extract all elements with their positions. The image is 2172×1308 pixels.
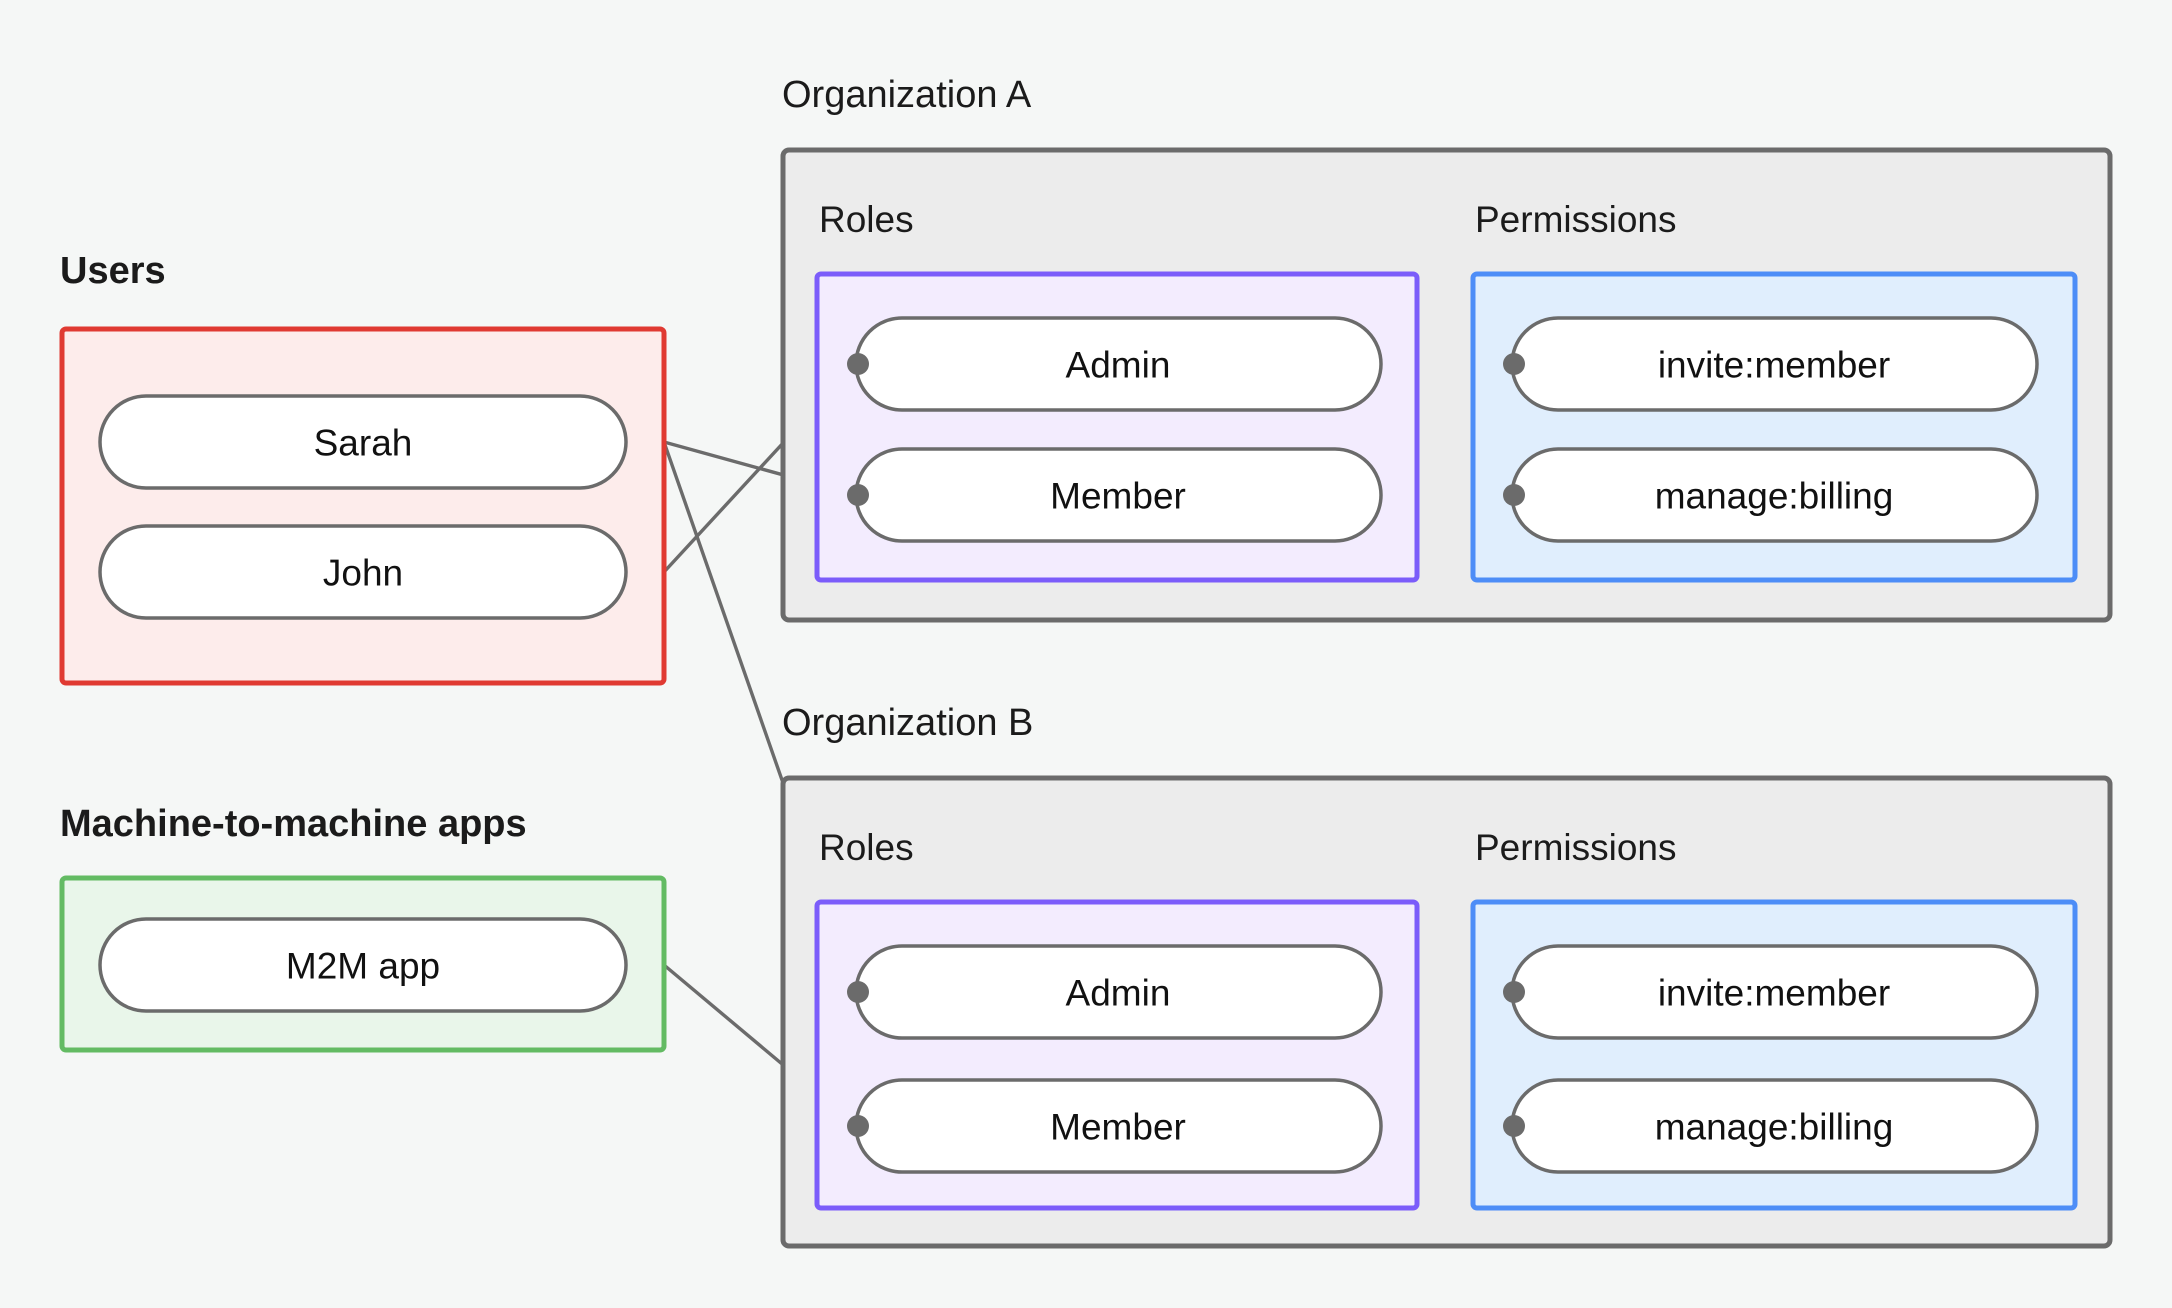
edge-dot-org-b-invite-in	[1503, 981, 1525, 1003]
node-org-b-admin-label: Admin	[1066, 973, 1171, 1014]
org-b-roles-title: Roles	[819, 827, 914, 868]
edge-dot-org-a-member-in	[847, 484, 869, 506]
org-b-title: Organization B	[782, 702, 1033, 744]
edge-dot-org-b-billing-in	[1503, 1115, 1525, 1137]
node-m2m-app-pill[interactable]	[98, 917, 628, 1013]
node-org-a-manage-billing[interactable]: manage:billing	[1510, 447, 2039, 543]
node-org-a-invite-member-label: invite:member	[1658, 345, 1890, 386]
node-org-a-manage-billing-label: manage:billing	[1655, 476, 1894, 517]
node-org-a-admin-label: Admin	[1066, 345, 1171, 386]
edge-dot-org-a-admin-in	[847, 353, 869, 375]
node-sarah-pill[interactable]	[98, 394, 628, 490]
node-org-b-manage-billing[interactable]: manage:billing	[1510, 1078, 2039, 1174]
node-john-pill[interactable]	[98, 524, 628, 620]
node-org-a-member[interactable]: Member	[854, 447, 1383, 543]
node-org-b-admin[interactable]: Admin	[854, 944, 1383, 1040]
org-a-title: Organization A	[782, 74, 1032, 116]
node-org-b-member[interactable]: Member	[854, 1078, 1383, 1174]
edge-dot-org-a-billing-in	[1503, 484, 1525, 506]
edge-dot-org-b-admin-in	[847, 981, 869, 1003]
node-john-label: John	[323, 553, 403, 594]
users-group-label: Users	[60, 250, 166, 292]
node-org-b-manage-billing-label: manage:billing	[1655, 1107, 1894, 1148]
node-sarah-label: Sarah	[314, 423, 413, 464]
node-org-b-invite-member-label: invite:member	[1658, 973, 1890, 1014]
m2m-group-label: Machine-to-machine apps	[60, 803, 527, 845]
org-a-roles-title: Roles	[819, 199, 914, 240]
org-a-permissions-title: Permissions	[1475, 199, 1677, 240]
users-container	[59, 326, 667, 686]
edge-endpoint-layer	[847, 353, 1525, 1137]
node-org-b-member-label: Member	[1050, 1107, 1186, 1148]
node-m2m-app-label: M2M app	[286, 946, 440, 987]
node-org-a-member-label: Member	[1050, 476, 1186, 517]
edge-dot-org-a-invite-in	[1503, 353, 1525, 375]
node-john[interactable]: John	[98, 524, 628, 620]
node-org-a-admin[interactable]: Admin	[854, 316, 1383, 412]
node-sarah[interactable]: Sarah	[98, 394, 628, 490]
org-b-permissions-title: Permissions	[1475, 827, 1677, 868]
edge-dot-org-b-member-in	[847, 1115, 869, 1137]
node-org-a-invite-member[interactable]: invite:member	[1510, 316, 2039, 412]
node-org-b-invite-member[interactable]: invite:member	[1510, 944, 2039, 1040]
node-m2m-app[interactable]: M2M app	[98, 917, 628, 1013]
